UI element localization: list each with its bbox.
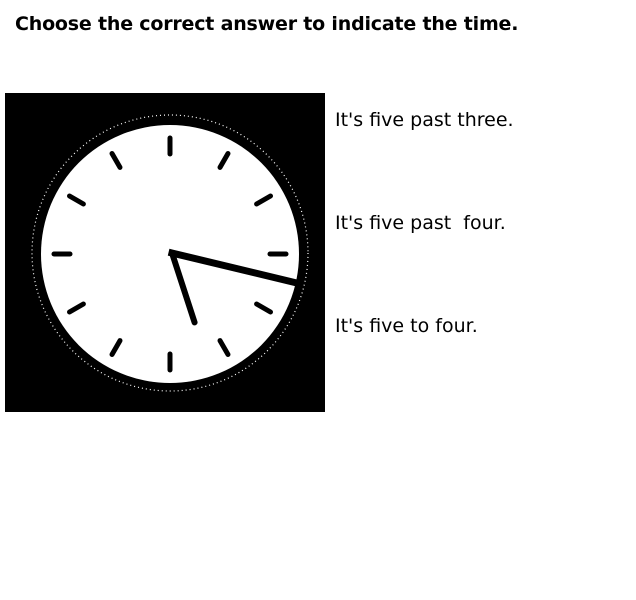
hour-tick-2 [254, 193, 273, 207]
question-text: Choose the correct answer to indicate th… [15, 13, 519, 35]
clock-face-svg [31, 114, 309, 392]
hour-tick-7 [109, 338, 123, 357]
hour-tick-4 [254, 301, 273, 315]
clock-ticks [51, 135, 289, 373]
minute-hand [169, 250, 198, 326]
hour-tick-5 [217, 338, 231, 357]
clock-image [5, 93, 325, 412]
answer-option-1[interactable]: It's five past three. [335, 109, 514, 131]
hour-tick-8 [67, 301, 86, 315]
answer-option-2[interactable]: It's five past four. [335, 212, 506, 234]
hour-tick-10 [67, 193, 86, 207]
hour-tick-1 [217, 151, 231, 170]
answer-option-3[interactable]: It's five to four. [335, 315, 478, 337]
hour-hand [167, 248, 301, 288]
hour-tick-11 [109, 151, 123, 170]
clock-rim-dots [31, 114, 309, 392]
